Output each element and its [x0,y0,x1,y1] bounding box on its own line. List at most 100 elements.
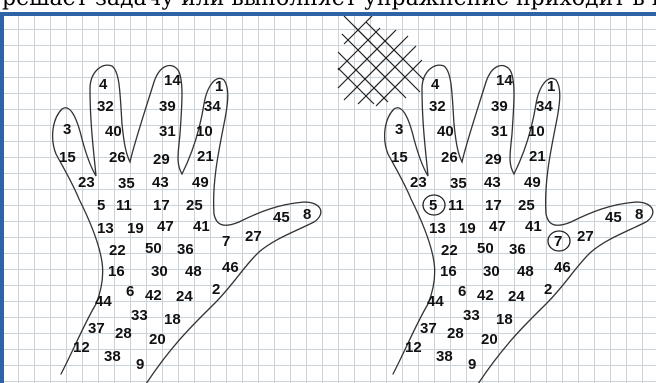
right-number-30: 30 [483,263,500,280]
left-number-31: 31 [159,123,176,140]
left-number-30: 30 [151,263,168,280]
right-number-1: 1 [547,78,555,95]
right-number-29: 29 [485,151,502,168]
left-number-5: 5 [97,197,105,214]
right-number-43: 43 [484,174,501,191]
right-number-3: 3 [395,121,403,138]
left-number-32: 32 [97,98,114,115]
left-number-22: 22 [109,242,126,259]
right-number-16: 16 [440,263,457,280]
left-number-29: 29 [153,151,170,168]
right-number-47: 47 [489,218,506,235]
left-number-50: 50 [145,240,162,257]
left-number-28: 28 [115,325,132,342]
left-number-42: 42 [145,287,162,304]
right-number-14: 14 [496,72,513,89]
left-number-1: 1 [215,78,223,95]
right-number-35: 35 [450,175,467,192]
left-number-39: 39 [159,98,176,115]
left-number-23: 23 [78,174,95,191]
right-number-17: 17 [485,197,502,214]
right-number-28: 28 [447,325,464,342]
left-number-46: 46 [222,259,239,276]
right-number-9: 9 [468,356,476,373]
left-number-38: 38 [104,348,121,365]
right-number-18: 18 [496,311,513,328]
right-number-41: 41 [525,218,542,235]
left-number-2: 2 [212,281,220,298]
left-number-7: 7 [222,233,230,250]
left-number-41: 41 [193,218,210,235]
left-number-17: 17 [153,197,170,214]
cross-hatch-mark [338,16,424,106]
right-number-5: 5 [429,197,437,214]
right-number-10: 10 [528,123,545,140]
hands-illustration: 4141323934340311015262921233543495111725… [4,16,656,383]
left-number-9: 9 [136,356,144,373]
left-number-26: 26 [109,149,126,166]
right-number-6: 6 [458,283,466,300]
right-number-37: 37 [420,320,437,337]
left-number-37: 37 [88,320,105,337]
right-number-45: 45 [605,209,622,226]
right-number-20: 20 [481,331,498,348]
left-number-34: 34 [204,98,221,115]
left-number-24: 24 [176,288,193,305]
left-number-16: 16 [108,263,125,280]
right-number-34: 34 [536,98,553,115]
right-number-27: 27 [577,228,594,245]
right-number-13: 13 [429,220,446,237]
right-number-32: 32 [429,98,446,115]
right-number-49: 49 [524,174,541,191]
right-number-22: 22 [441,242,458,259]
right-number-40: 40 [437,123,454,140]
left-number-6: 6 [126,283,134,300]
right-number-42: 42 [477,287,494,304]
left-number-19: 19 [127,220,144,237]
left-number-4: 4 [99,76,108,93]
right-number-7: 7 [554,233,562,250]
left-number-48: 48 [185,263,202,280]
right-number-4: 4 [431,76,440,93]
right-number-23: 23 [410,174,427,191]
left-number-43: 43 [152,174,169,191]
left-number-44: 44 [95,293,112,310]
right-number-12: 12 [405,339,422,356]
right-number-21: 21 [529,148,546,165]
right-number-39: 39 [491,98,508,115]
right-number-24: 24 [508,288,525,305]
right-number-44: 44 [427,293,444,310]
left-number-20: 20 [149,331,166,348]
right-number-8: 8 [635,206,643,223]
left-number-27: 27 [245,228,262,245]
right-number-38: 38 [436,348,453,365]
left-number-11: 11 [116,197,132,214]
left-number-25: 25 [186,197,203,214]
right-number-46: 46 [554,259,571,276]
right-number-25: 25 [518,197,535,214]
right-number-11: 11 [448,197,464,214]
left-number-13: 13 [97,220,114,237]
right-number-15: 15 [391,149,408,166]
left-number-12: 12 [73,339,90,356]
left-number-18: 18 [164,311,181,328]
left-number-10: 10 [196,123,213,140]
right-number-19: 19 [459,220,476,237]
left-number-45: 45 [273,209,290,226]
right-number-36: 36 [509,241,526,258]
left-number-49: 49 [192,174,209,191]
right-number-33: 33 [463,307,480,324]
left-number-21: 21 [197,148,214,165]
left-number-14: 14 [164,72,181,89]
right-number-26: 26 [441,149,458,166]
right-number-31: 31 [491,123,508,140]
left-number-47: 47 [157,218,174,235]
left-number-35: 35 [118,175,135,192]
left-number-3: 3 [63,121,71,138]
left-number-15: 15 [59,149,76,166]
right-number-48: 48 [517,263,534,280]
left-number-40: 40 [105,123,122,140]
right-number-2: 2 [544,281,552,298]
